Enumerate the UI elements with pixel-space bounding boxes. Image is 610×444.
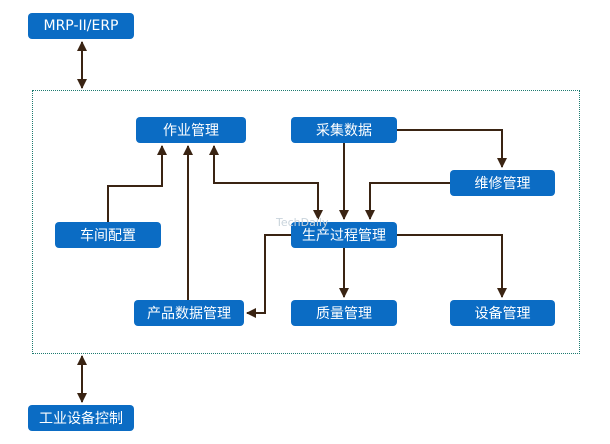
arrow-process-equipment xyxy=(397,234,507,298)
node-industrial-control: 工业设备控制 xyxy=(28,405,134,431)
watermark: TechDaily xyxy=(276,216,329,229)
node-quality-management: 质量管理 xyxy=(291,300,397,326)
node-mrp-erp: MRP-II/ERP xyxy=(28,13,134,39)
node-workshop-config: 车间配置 xyxy=(55,222,161,248)
node-data-collection: 采集数据 xyxy=(291,117,397,143)
arrow-process-product xyxy=(246,234,291,318)
node-product-data: 产品数据管理 xyxy=(134,300,244,326)
arrow-maintenance-process xyxy=(365,182,450,220)
node-equipment-management: 设备管理 xyxy=(450,300,555,326)
node-job-management: 作业管理 xyxy=(136,117,246,143)
node-production-process: 生产过程管理 xyxy=(291,222,397,248)
arrow-collect-maintenance xyxy=(397,129,507,168)
system-boundary-frame xyxy=(32,90,580,354)
node-maintenance-management: 维修管理 xyxy=(450,170,555,196)
arrow-job-process xyxy=(209,145,323,220)
arrow-workshop-job xyxy=(107,145,167,222)
